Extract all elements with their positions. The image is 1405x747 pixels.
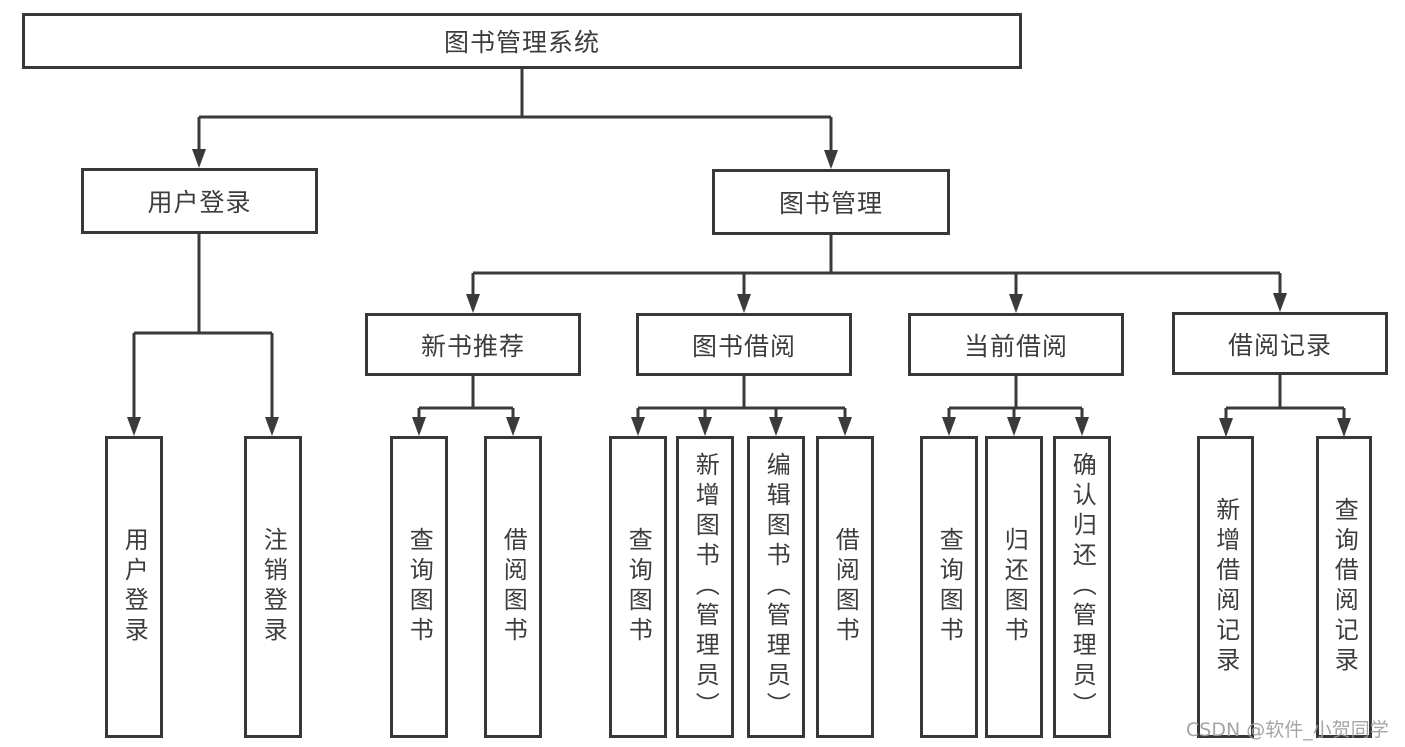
leaf-edit-book-admin-label: 编辑图书（管理员） [762,452,791,722]
leaf-borrow-books: 借阅图书 [816,436,874,738]
node-book-management-label: 图书管理 [778,189,883,218]
leaf-add-borrow-record: 新增借阅记录 [1197,436,1254,738]
leaf-confirm-return-admin: 确认归还（管理员） [1053,436,1111,738]
leaf-edit-book-admin: 编辑图书（管理员） [747,436,805,738]
node-book-borrow-label: 图书借阅 [691,331,796,361]
leaf-borrow-books-recommend-label: 借阅图书 [499,527,528,647]
node-current-borrow: 当前借阅 [908,313,1124,376]
node-new-book-recommend: 新书推荐 [365,313,581,376]
leaf-query-books-recommend: 查询图书 [390,436,448,738]
node-new-book-recommend-label: 新书推荐 [420,331,525,361]
node-current-borrow-label: 当前借阅 [963,331,1068,361]
leaf-add-book-admin-label: 新增图书（管理员） [691,452,720,722]
csdn-watermark: CSDN @软件_小贺同学 [1186,719,1389,741]
leaf-return-book-label: 归还图书 [1000,527,1029,647]
node-book-management: 图书管理 [712,169,950,235]
leaf-confirm-return-admin-label: 确认归还（管理员） [1068,452,1097,722]
leaf-query-books-recommend-label: 查询图书 [405,527,434,647]
node-borrow-records: 借阅记录 [1172,312,1388,375]
node-root: 图书管理系统 [22,13,1022,69]
leaf-query-books-current-label: 查询图书 [935,527,964,647]
leaf-logout: 注销登录 [244,436,302,738]
leaf-add-book-admin: 新增图书（管理员） [676,436,734,738]
node-user-login: 用户登录 [81,168,318,234]
leaf-borrow-books-recommend: 借阅图书 [484,436,542,738]
leaf-return-book: 归还图书 [985,436,1043,738]
leaf-logout-label: 注销登录 [259,527,288,647]
node-user-login-label: 用户登录 [147,188,252,217]
leaf-query-books-borrow: 查询图书 [609,436,667,738]
leaf-query-books-borrow-label: 查询图书 [624,527,653,647]
leaf-user-login: 用户登录 [105,436,163,738]
node-borrow-records-label: 借阅记录 [1227,330,1332,360]
leaf-query-borrow-record: 查询借阅记录 [1316,436,1372,738]
leaf-user-login-label: 用户登录 [120,527,149,647]
leaf-borrow-books-label: 借阅图书 [831,527,860,647]
leaf-add-borrow-record-label: 新增借阅记录 [1211,497,1240,677]
node-book-borrow: 图书借阅 [636,313,852,376]
leaf-query-borrow-record-label: 查询借阅记录 [1330,497,1359,677]
leaf-query-books-current: 查询图书 [920,436,978,738]
node-root-label: 图书管理系统 [443,28,600,57]
